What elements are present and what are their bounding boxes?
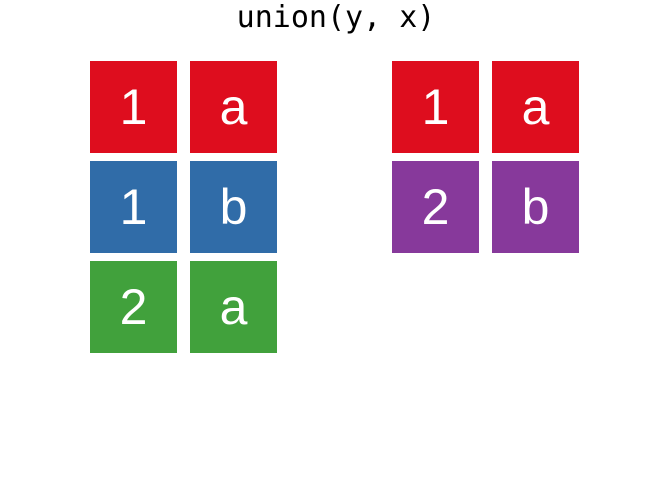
left-table: 1 a 1 b 2 a bbox=[90, 61, 277, 353]
left-table-cell-r2c1: a bbox=[190, 261, 277, 353]
left-table-cell-r0c1: a bbox=[190, 61, 277, 153]
left-table-cell-r1c0: 1 bbox=[90, 161, 177, 253]
left-table-cell-r1c1: b bbox=[190, 161, 277, 253]
right-table-cell-r1c1: b bbox=[492, 161, 579, 253]
right-table-cell-r0c0: 1 bbox=[392, 61, 479, 153]
left-table-cell-r2c0: 2 bbox=[90, 261, 177, 353]
right-table-cell-r0c1: a bbox=[492, 61, 579, 153]
right-table-cell-r1c0: 2 bbox=[392, 161, 479, 253]
left-table-cell-r0c0: 1 bbox=[90, 61, 177, 153]
diagram-title: union(y, x) bbox=[236, 0, 436, 35]
right-table: 1 a 2 b bbox=[392, 61, 579, 253]
